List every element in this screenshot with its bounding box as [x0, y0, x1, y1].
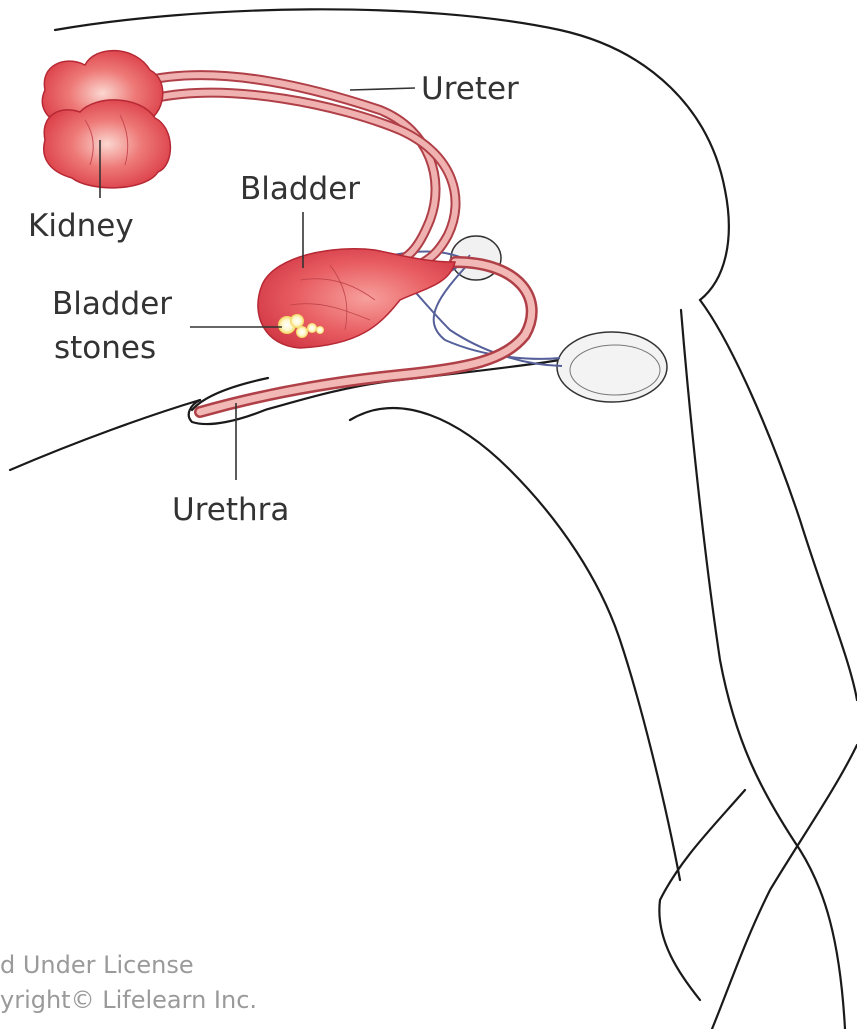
- ureter-label: Ureter: [421, 71, 519, 107]
- kidney-organ-front: [44, 100, 171, 188]
- urethra-label: Urethra: [172, 492, 289, 528]
- license-text: d Under License: [0, 951, 194, 979]
- bladder-label: Bladder: [240, 171, 360, 207]
- stones-label-line1: Bladder: [52, 286, 172, 322]
- stones-label-line2: stones: [54, 330, 156, 366]
- testis-organ: [557, 332, 667, 402]
- kidney-label: Kidney: [28, 208, 134, 244]
- copyright-text: yright© Lifelearn Inc.: [0, 986, 257, 1014]
- ureter-leader: [350, 88, 415, 90]
